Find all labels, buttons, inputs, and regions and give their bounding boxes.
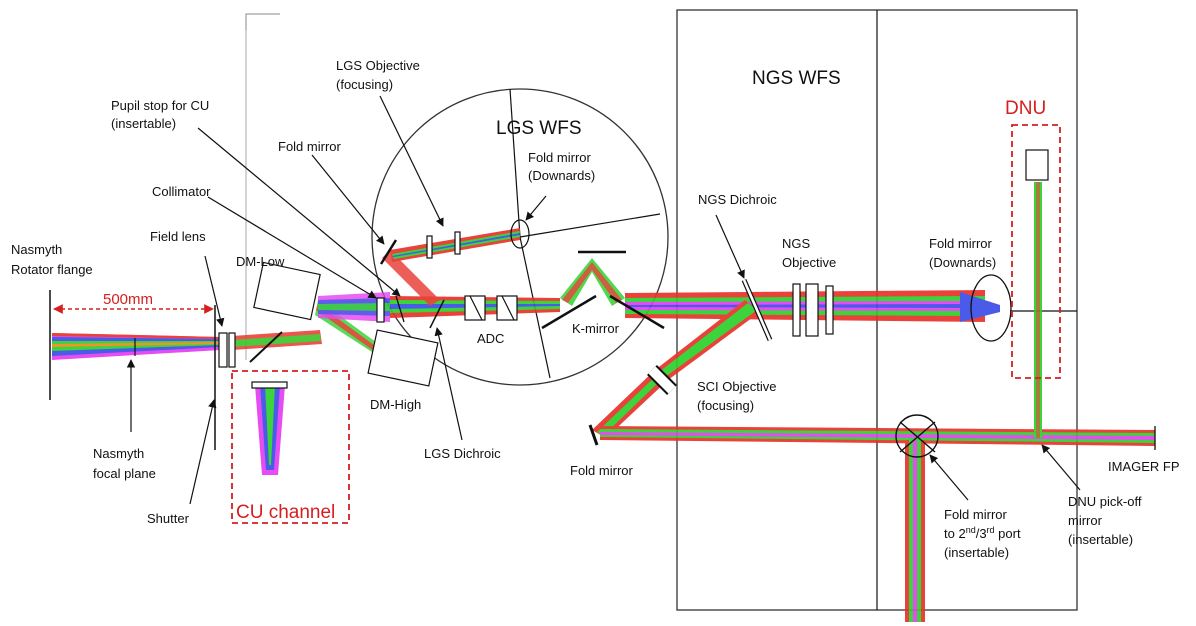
- label-ngs-dichroic: NGS Dichroic: [698, 192, 777, 207]
- arrow-fold-port: [929, 454, 969, 501]
- label-ngs-wfs: NGS WFS: [752, 68, 841, 89]
- dnu-detector: [1025, 149, 1049, 181]
- arrow-pupil-stop: [197, 127, 401, 297]
- label-dnu-pickoff: DNU pick-off mirror (insertable): [1068, 494, 1145, 547]
- lgs-objective-lens-1: [426, 235, 433, 259]
- beam-bundles: [52, 182, 1155, 622]
- optical-elements: [49, 149, 1156, 458]
- port-fold-mirror: [895, 414, 939, 458]
- beam-kmirror: [560, 258, 625, 306]
- label-fold-down-lgs: Fold mirror (Downards): [528, 150, 595, 183]
- lgs-objective-lens-2: [454, 231, 461, 255]
- arrow-fold-mirror-lgs: [311, 154, 385, 245]
- cu-channel-box: [231, 370, 350, 524]
- leader-arrows: [126, 95, 1081, 505]
- label-shutter: Shutter: [147, 511, 190, 526]
- arrow-ngs-dichroic: [715, 214, 745, 279]
- arrow-field-lens: [204, 255, 225, 327]
- label-lgs-wfs: LGS WFS: [496, 118, 582, 139]
- k-mirror-left: [541, 294, 597, 330]
- field-lens-2: [228, 332, 236, 368]
- cu-frame-line: [245, 13, 280, 30]
- label-nasmyth-fp: Nasmyth focal plane: [93, 446, 156, 481]
- label-sci-objective: SCI Objective (focusing): [697, 379, 780, 413]
- dm-high-box: [367, 329, 439, 387]
- label-fold-port: Fold mirror to 2nd/3rd port (insertable): [944, 507, 1024, 560]
- arrow-collimator: [207, 196, 377, 299]
- label-dm-low: DM-Low: [236, 254, 285, 269]
- ngs-objective-lens-3: [825, 285, 834, 335]
- label-500mm: 500mm: [103, 291, 153, 308]
- k-mirror-right: [609, 294, 665, 330]
- ngs-fold-mirror-down: [970, 274, 1012, 342]
- arrow-shutter: [189, 399, 217, 505]
- cu-lens: [251, 381, 288, 389]
- lgs-fold-mirror-down: [510, 219, 530, 249]
- sci-fold-mirror: [588, 424, 599, 446]
- label-cu-channel: CU channel: [236, 502, 335, 523]
- label-dm-high: DM-High: [370, 397, 421, 412]
- label-collimator: Collimator: [152, 184, 211, 199]
- label-pupil-stop: Pupil stop for CU (insertable): [111, 98, 213, 131]
- lgs-wfs-circle: [371, 88, 669, 386]
- label-fold-down-ngs: Fold mirror (Downards): [929, 236, 996, 270]
- lgs-wfs-divider-2: [519, 213, 661, 238]
- label-fold-mirror-sci: Fold mirror: [570, 463, 634, 478]
- labels: Nasmyth Rotator flange 500mm Field lens …: [11, 58, 1180, 560]
- dm-low-box: [253, 261, 321, 321]
- label-imager-fp: IMAGER FP: [1108, 459, 1180, 474]
- ngs-objective-lens-1: [792, 283, 801, 337]
- label-nasmyth-flange: Nasmyth Rotator flange: [11, 242, 93, 277]
- arrow-lgs-dichroic: [434, 327, 463, 441]
- label-ngs-objective: NGS Objective: [782, 236, 836, 270]
- label-lgs-objective: LGS Objective (focusing): [336, 58, 423, 92]
- label-lgs-dichroic: LGS Dichroic: [424, 446, 501, 461]
- cu-pickoff-mirror: [249, 331, 283, 363]
- lgs-dichroic-mirror: [429, 299, 445, 329]
- arrow-lgs-objective: [379, 95, 444, 227]
- collimator-lens: [376, 297, 385, 323]
- arrow-fold-down-lgs: [525, 195, 547, 221]
- field-lens: [218, 332, 228, 368]
- pupil-stop: [395, 295, 405, 323]
- adc-prism-1: [464, 295, 486, 321]
- label-field-lens: Field lens: [150, 229, 206, 244]
- dnu-box: [1011, 124, 1061, 379]
- lgs-wfs-divider-1: [509, 88, 521, 238]
- adc-prism-2: [496, 295, 518, 321]
- label-fold-mirror-lgs: Fold mirror: [278, 139, 342, 154]
- label-dnu: DNU: [1005, 98, 1046, 119]
- beam-ngs-focus: [960, 292, 1000, 322]
- label-k-mirror: K-mirror: [572, 321, 620, 336]
- lgs-fold-mirror: [379, 239, 398, 265]
- arrow-dnu-pickoff: [1041, 444, 1081, 491]
- ngs-objective-lens-2: [805, 283, 819, 337]
- label-adc: ADC: [477, 331, 504, 346]
- beam-lgs-up: [382, 250, 440, 306]
